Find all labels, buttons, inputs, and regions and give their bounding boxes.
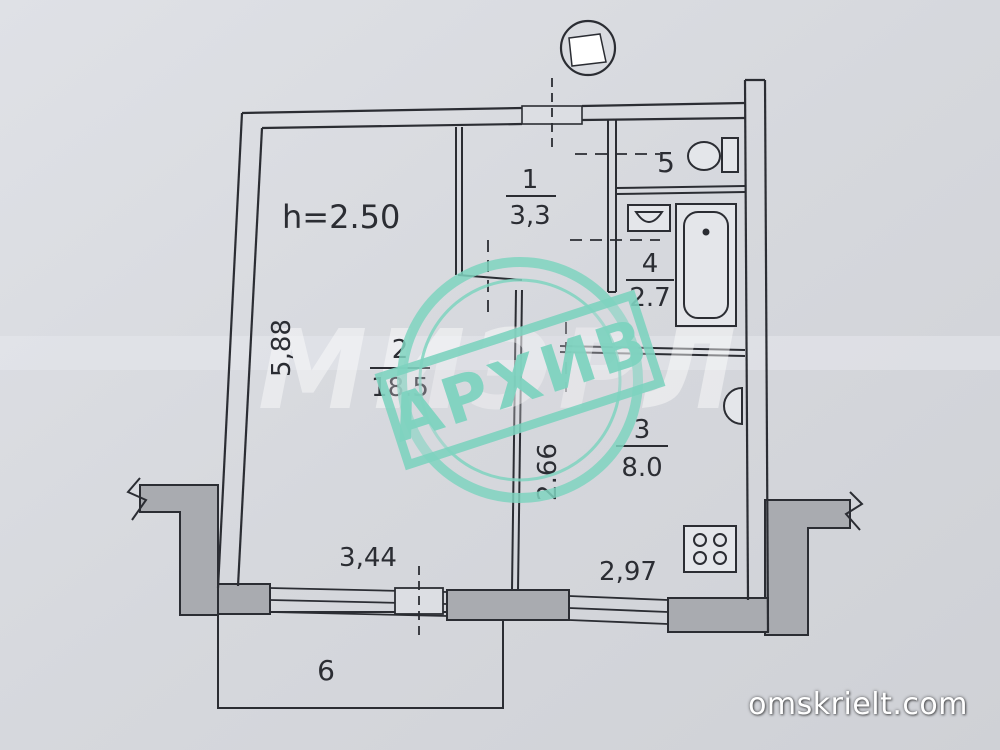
room6-number: 6: [317, 654, 335, 687]
room3-area: 8.0: [621, 453, 662, 483]
compass-marker: [559, 19, 617, 77]
bottom-wall-middle: [446, 589, 570, 621]
left-wall-stub: [126, 477, 219, 616]
sink-icon: [627, 204, 671, 232]
bottom-wall-right: [667, 597, 769, 633]
kitchen-sink-icon: [723, 386, 743, 426]
compass-arrow: [568, 33, 607, 67]
outer-walls: [216, 78, 770, 633]
bottom-wall-left: [217, 583, 271, 615]
site-watermark: omskrielt.com: [748, 687, 968, 722]
interior-partitions: [455, 120, 746, 591]
room2-width-dimension: 3,44: [339, 543, 397, 573]
bathtub-icon: [675, 203, 737, 327]
right-wall-stub: [764, 491, 864, 636]
stove-icon: [683, 525, 737, 573]
interior-door-axes: [487, 153, 660, 392]
room1-area: 3,3: [509, 201, 550, 231]
ceiling-height-label: h=2.50: [282, 198, 400, 236]
window-room3: [568, 595, 669, 625]
balcony-outline: [217, 611, 504, 709]
room5-number: 5: [657, 146, 675, 179]
room4-number: 4: [642, 249, 659, 279]
toilet-icon: [687, 137, 739, 173]
room2-depth-dimension: 5,88: [267, 319, 297, 377]
room3-number: 3: [634, 415, 651, 445]
room1-number: 1: [522, 165, 539, 195]
room3-width-dimension: 2,97: [599, 557, 657, 587]
